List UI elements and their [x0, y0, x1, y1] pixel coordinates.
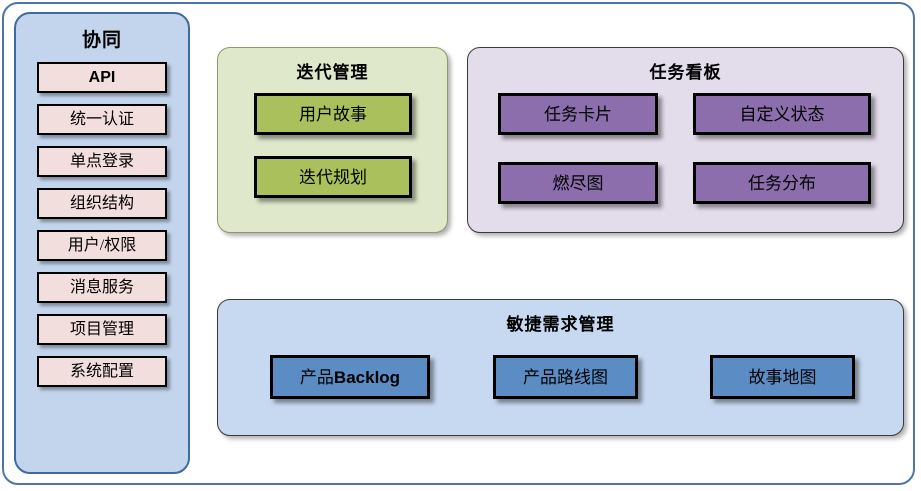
sidebar-item-label: 统一认证 [69, 110, 134, 128]
sidebar-item-message-service[interactable]: 消息服务 [37, 272, 167, 303]
node-product-roadmap[interactable]: 产品路线图 [493, 355, 638, 399]
sidebar-item-user-permissions[interactable]: 用户/权限 [37, 230, 167, 261]
node-custom-status[interactable]: 自定义状态 [693, 93, 871, 135]
group-task-board: 任务看板 任务卡片 自定义状态 燃尽图 任务分布 [467, 47, 904, 233]
group-title: 敏捷需求管理 [506, 315, 615, 334]
sidebar-item-api[interactable]: API [37, 62, 167, 93]
group-title: 迭代管理 [296, 63, 369, 82]
node-label: 产品路线图 [523, 367, 608, 387]
node-label-prefix: 产品 [299, 367, 334, 387]
sidebar-item-label: 用户/权限 [67, 236, 137, 254]
node-label: 迭代规划 [299, 167, 367, 187]
sidebar-item-label: 消息服务 [69, 278, 134, 296]
sidebar-item-label: API [88, 68, 116, 86]
sidebar-item-label: 组织结构 [69, 194, 134, 212]
sidebar-item-list: API 统一认证 单点登录 组织结构 用户/权限 消息服务 项目管理 系统配置 [37, 62, 167, 398]
sidebar-title: 协同 [81, 30, 122, 51]
outer-frame [2, 2, 915, 485]
node-label: 用户故事 [299, 104, 367, 124]
node-label-bold: Backlog [333, 367, 401, 387]
node-story-map[interactable]: 故事地图 [710, 355, 855, 399]
node-label: 燃尽图 [552, 173, 604, 193]
sidebar-item-label: 项目管理 [69, 320, 134, 338]
sidebar-item-system-config[interactable]: 系统配置 [37, 356, 167, 387]
node-label: 任务分布 [748, 173, 816, 193]
sidebar-item-single-sign-on[interactable]: 单点登录 [37, 146, 167, 177]
node-burndown-chart[interactable]: 燃尽图 [498, 162, 658, 204]
node-label: 任务卡片 [544, 104, 612, 124]
node-task-card[interactable]: 任务卡片 [498, 93, 658, 135]
node-user-story[interactable]: 用户故事 [254, 93, 412, 135]
node-iteration-planning[interactable]: 迭代规划 [254, 156, 412, 198]
sidebar-item-unified-auth[interactable]: 统一认证 [37, 104, 167, 135]
sidebar-item-label: 单点登录 [69, 152, 134, 170]
node-label: 产品Backlog [300, 369, 400, 386]
group-agile-requirement-management: 敏捷需求管理 产品Backlog 产品路线图 故事地图 [217, 299, 904, 436]
node-label: 自定义状态 [739, 104, 825, 124]
sidebar-item-project-management[interactable]: 项目管理 [37, 314, 167, 345]
node-label: 故事地图 [748, 367, 817, 387]
node-task-distribution[interactable]: 任务分布 [693, 162, 871, 204]
group-title: 任务看板 [649, 63, 722, 82]
group-iteration-management: 迭代管理 用户故事 迭代规划 [217, 47, 448, 233]
sidebar-item-org-structure[interactable]: 组织结构 [37, 188, 167, 219]
sidebar-item-label: 系统配置 [69, 362, 134, 380]
sidebar-panel-collaboration: 协同 API 统一认证 单点登录 组织结构 用户/权限 消息服务 项目管理 [14, 12, 190, 474]
node-product-backlog[interactable]: 产品Backlog [270, 355, 430, 399]
